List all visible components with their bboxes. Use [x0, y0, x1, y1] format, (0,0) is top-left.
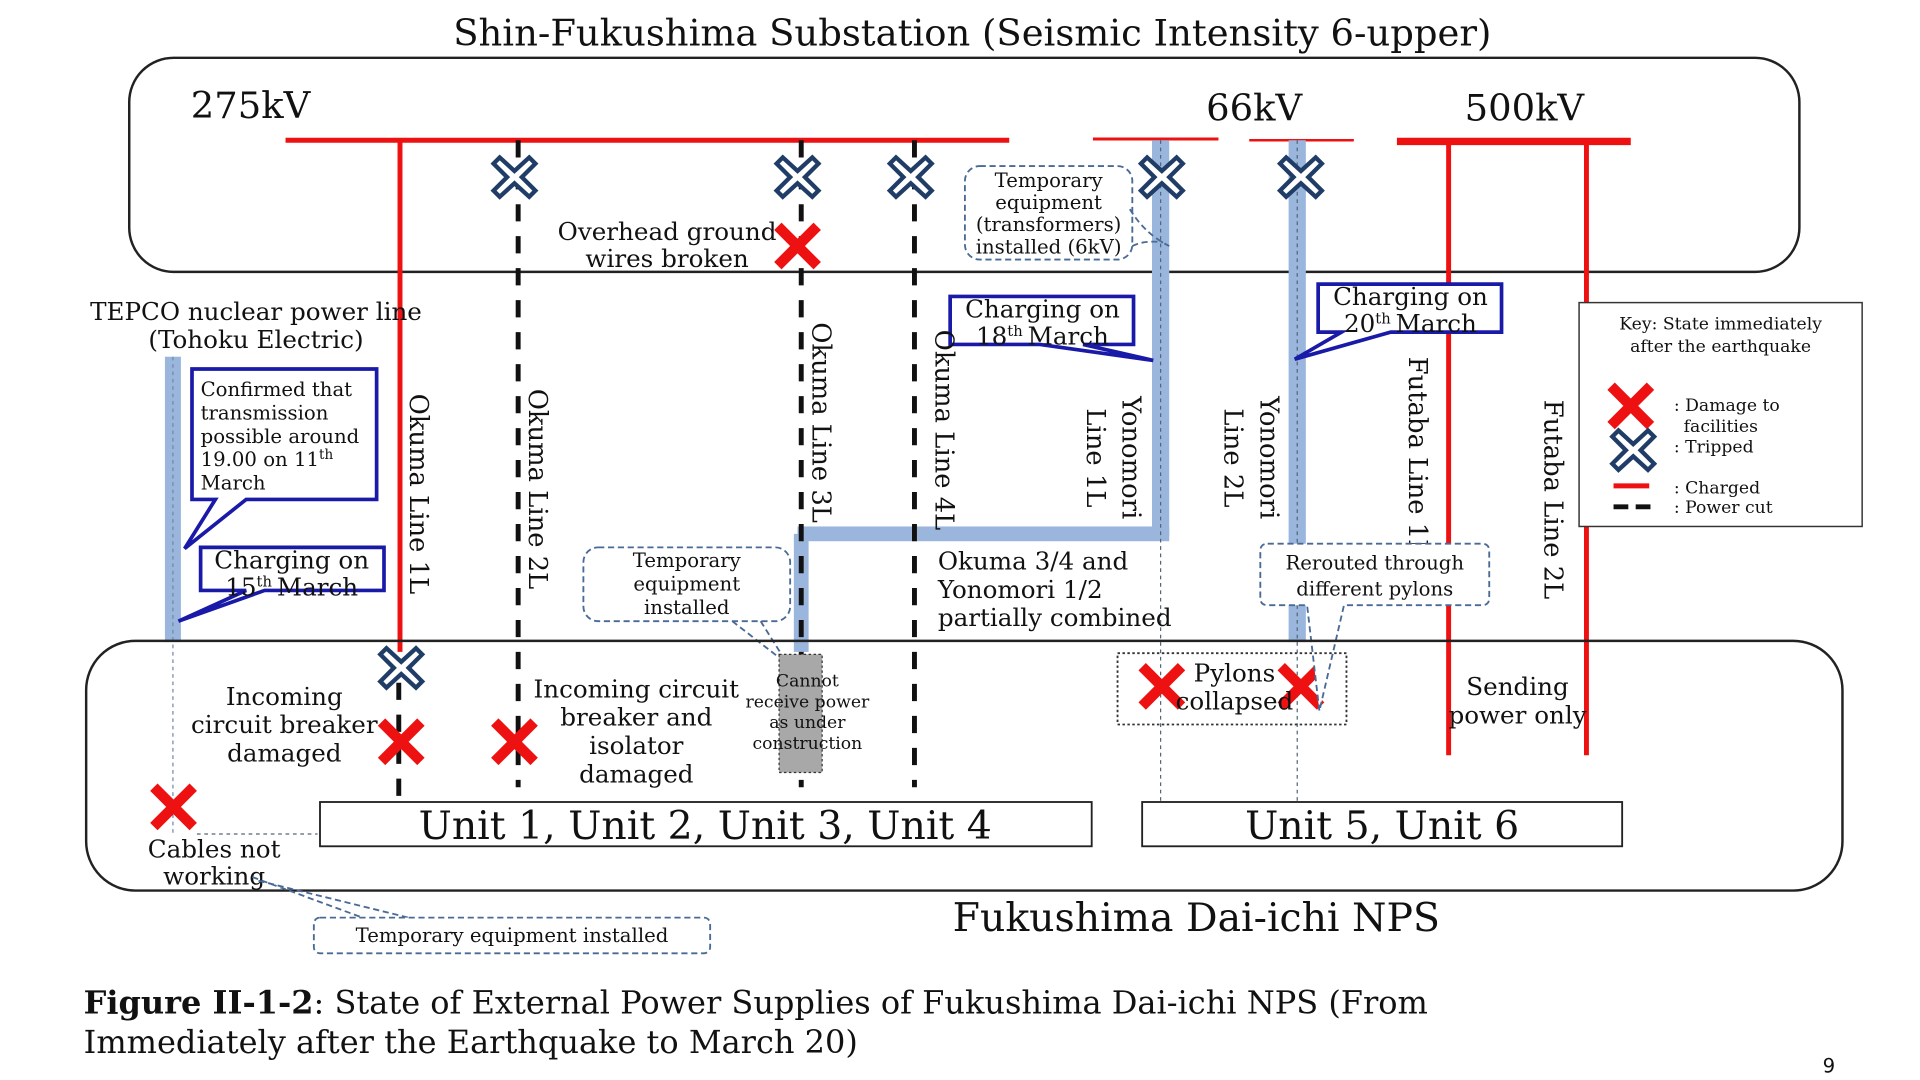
confirmed-line3: possible around	[201, 425, 360, 448]
yonomori-1l-label1: Yonomori	[1115, 395, 1145, 519]
tepco-line-label2: (Tohoku Electric)	[148, 325, 363, 354]
damage-icon	[491, 718, 538, 766]
bus-66kv-label: 66kV	[1206, 87, 1303, 130]
tripped-icon	[890, 157, 932, 196]
legend-damage-2: facilities	[1684, 417, 1758, 437]
units-1-4-label: Unit 1, Unit 2, Unit 3, Unit 4	[419, 803, 992, 849]
okuma-2l-label: Okuma Line 2L	[522, 389, 552, 590]
temp-installed-label: Temporary equipment installed	[356, 924, 669, 947]
temp-transformers-line4: installed (6kV)	[976, 235, 1122, 258]
substation-title: Shin-Fukushima Substation (Seismic Inten…	[453, 12, 1491, 55]
charging-20-callout	[1293, 282, 1504, 361]
substation-box	[128, 56, 1801, 274]
okuma-3l-label: Okuma Line 3L	[805, 322, 835, 523]
figure-caption-line2: Immediately after the Earthquake to Marc…	[84, 1023, 858, 1061]
damage-icon	[774, 222, 821, 270]
units-5-6-box	[1141, 801, 1624, 848]
temp-equipment-line1: Temporary	[633, 549, 742, 572]
temp-installed-pointer	[251, 876, 419, 921]
combined-band	[797, 526, 1170, 542]
confirmed-line5: March	[201, 472, 266, 495]
incoming-breaker-line2: circuit breaker	[191, 710, 378, 739]
tepco-line-label1: TEPCO nuclear power line	[90, 297, 422, 326]
confirmed-callout	[183, 367, 379, 551]
incoming-breaker-line3: damaged	[227, 738, 342, 767]
units-5-6-label: Unit 5, Unit 6	[1245, 803, 1519, 849]
confirmed-line2: transmission	[201, 401, 329, 424]
under-construction-block	[778, 653, 823, 774]
yonomori-2l-label1: Yonomori	[1253, 395, 1283, 519]
yonomori-1l-label2: Line 1L	[1080, 408, 1110, 507]
tripped-icon	[380, 648, 422, 687]
futaba-1l-label: Futaba Line 1L	[1402, 357, 1432, 557]
combined-line3: partially combined	[938, 603, 1172, 632]
temp-transformers-line1: Temporary	[995, 169, 1104, 192]
temp-transformers-line3: (transformers)	[976, 213, 1122, 236]
temp-transformers-pointer	[1129, 208, 1170, 247]
charging-15-line1: Charging on	[214, 545, 369, 574]
legend-charged: : Charged	[1674, 478, 1760, 498]
units-1-4-box	[319, 801, 1093, 848]
page-number: 9	[1823, 1055, 1836, 1078]
temp-transformers-line2: equipment	[995, 191, 1102, 214]
cannot-receive-line3: as under	[769, 713, 846, 733]
legend-tripped: : Tripped	[1674, 438, 1754, 458]
charging-18-callout	[948, 294, 1154, 363]
rerouted-line1: Rerouted through	[1285, 552, 1464, 575]
cannot-receive-line2: receive power	[746, 692, 871, 712]
plant-box	[84, 639, 1844, 892]
combined-line2: Yonomori 1/2	[937, 575, 1103, 604]
combined-line1: Okuma 3/4 and	[938, 547, 1129, 576]
bus-500kv-label: 500kV	[1465, 87, 1586, 130]
rerouted-note	[1259, 542, 1491, 712]
incoming-isolator-line4: damaged	[579, 759, 694, 788]
legend-title-2: after the earthquake	[1630, 337, 1811, 357]
confirmed-line1: Confirmed that	[201, 378, 353, 401]
figure-caption-line1: Figure II-1-2: State of External Power S…	[84, 984, 1428, 1022]
yonomori-2l-label2: Line 2L	[1218, 408, 1248, 507]
cannot-receive-line4: construction	[753, 734, 863, 754]
tripped-icon	[777, 157, 819, 196]
pylons-line2: collapsed	[1176, 687, 1294, 716]
charging-20-line1: Charging on	[1333, 282, 1488, 311]
legend-power-cut: : Power cut	[1674, 498, 1773, 518]
incoming-isolator-line3: isolator	[589, 731, 684, 760]
okuma-1l-label: Okuma Line 1L	[403, 394, 433, 595]
pylons-box	[1116, 652, 1348, 726]
overhead-note-line2: wires broken	[585, 244, 748, 273]
confirmed-line4: 19.00 on 11th	[201, 447, 334, 471]
pylons-line1: Pylons	[1194, 658, 1276, 687]
incoming-isolator-line2: breaker and	[560, 703, 712, 732]
bus-275kv-label: 275kV	[191, 84, 312, 127]
temp-installed-note	[312, 916, 712, 955]
cannot-receive-line1: Cannot	[776, 671, 839, 691]
temp-equipment-line3: installed	[644, 596, 730, 619]
plant-name: Fukushima Dai-ichi NPS	[953, 895, 1440, 941]
incoming-isolator-line1: Incoming circuit	[534, 674, 740, 703]
sending-line2: power only	[1448, 700, 1586, 729]
tripped-icon	[494, 157, 536, 196]
okuma-4l-label: Okuma Line 4L	[928, 330, 958, 531]
rerouted-line2: different pylons	[1296, 577, 1453, 600]
cables-line1: Cables not	[148, 834, 281, 863]
cables-line2: working	[163, 861, 265, 890]
legend-damage-1: : Damage to	[1674, 396, 1780, 416]
incoming-breaker-line1: Incoming	[226, 682, 343, 711]
temp-equipment-line2: equipment	[633, 572, 740, 595]
charging-15-callout	[177, 545, 386, 623]
charging-18-line1: Charging on	[965, 294, 1120, 323]
legend-title-1: Key: State immediately	[1619, 315, 1822, 335]
sending-line1: Sending	[1466, 672, 1569, 701]
overhead-note-line1: Overhead ground	[558, 217, 777, 246]
temp-equipment-note	[582, 546, 792, 623]
futaba-2l-label: Futaba Line 2L	[1538, 400, 1568, 600]
